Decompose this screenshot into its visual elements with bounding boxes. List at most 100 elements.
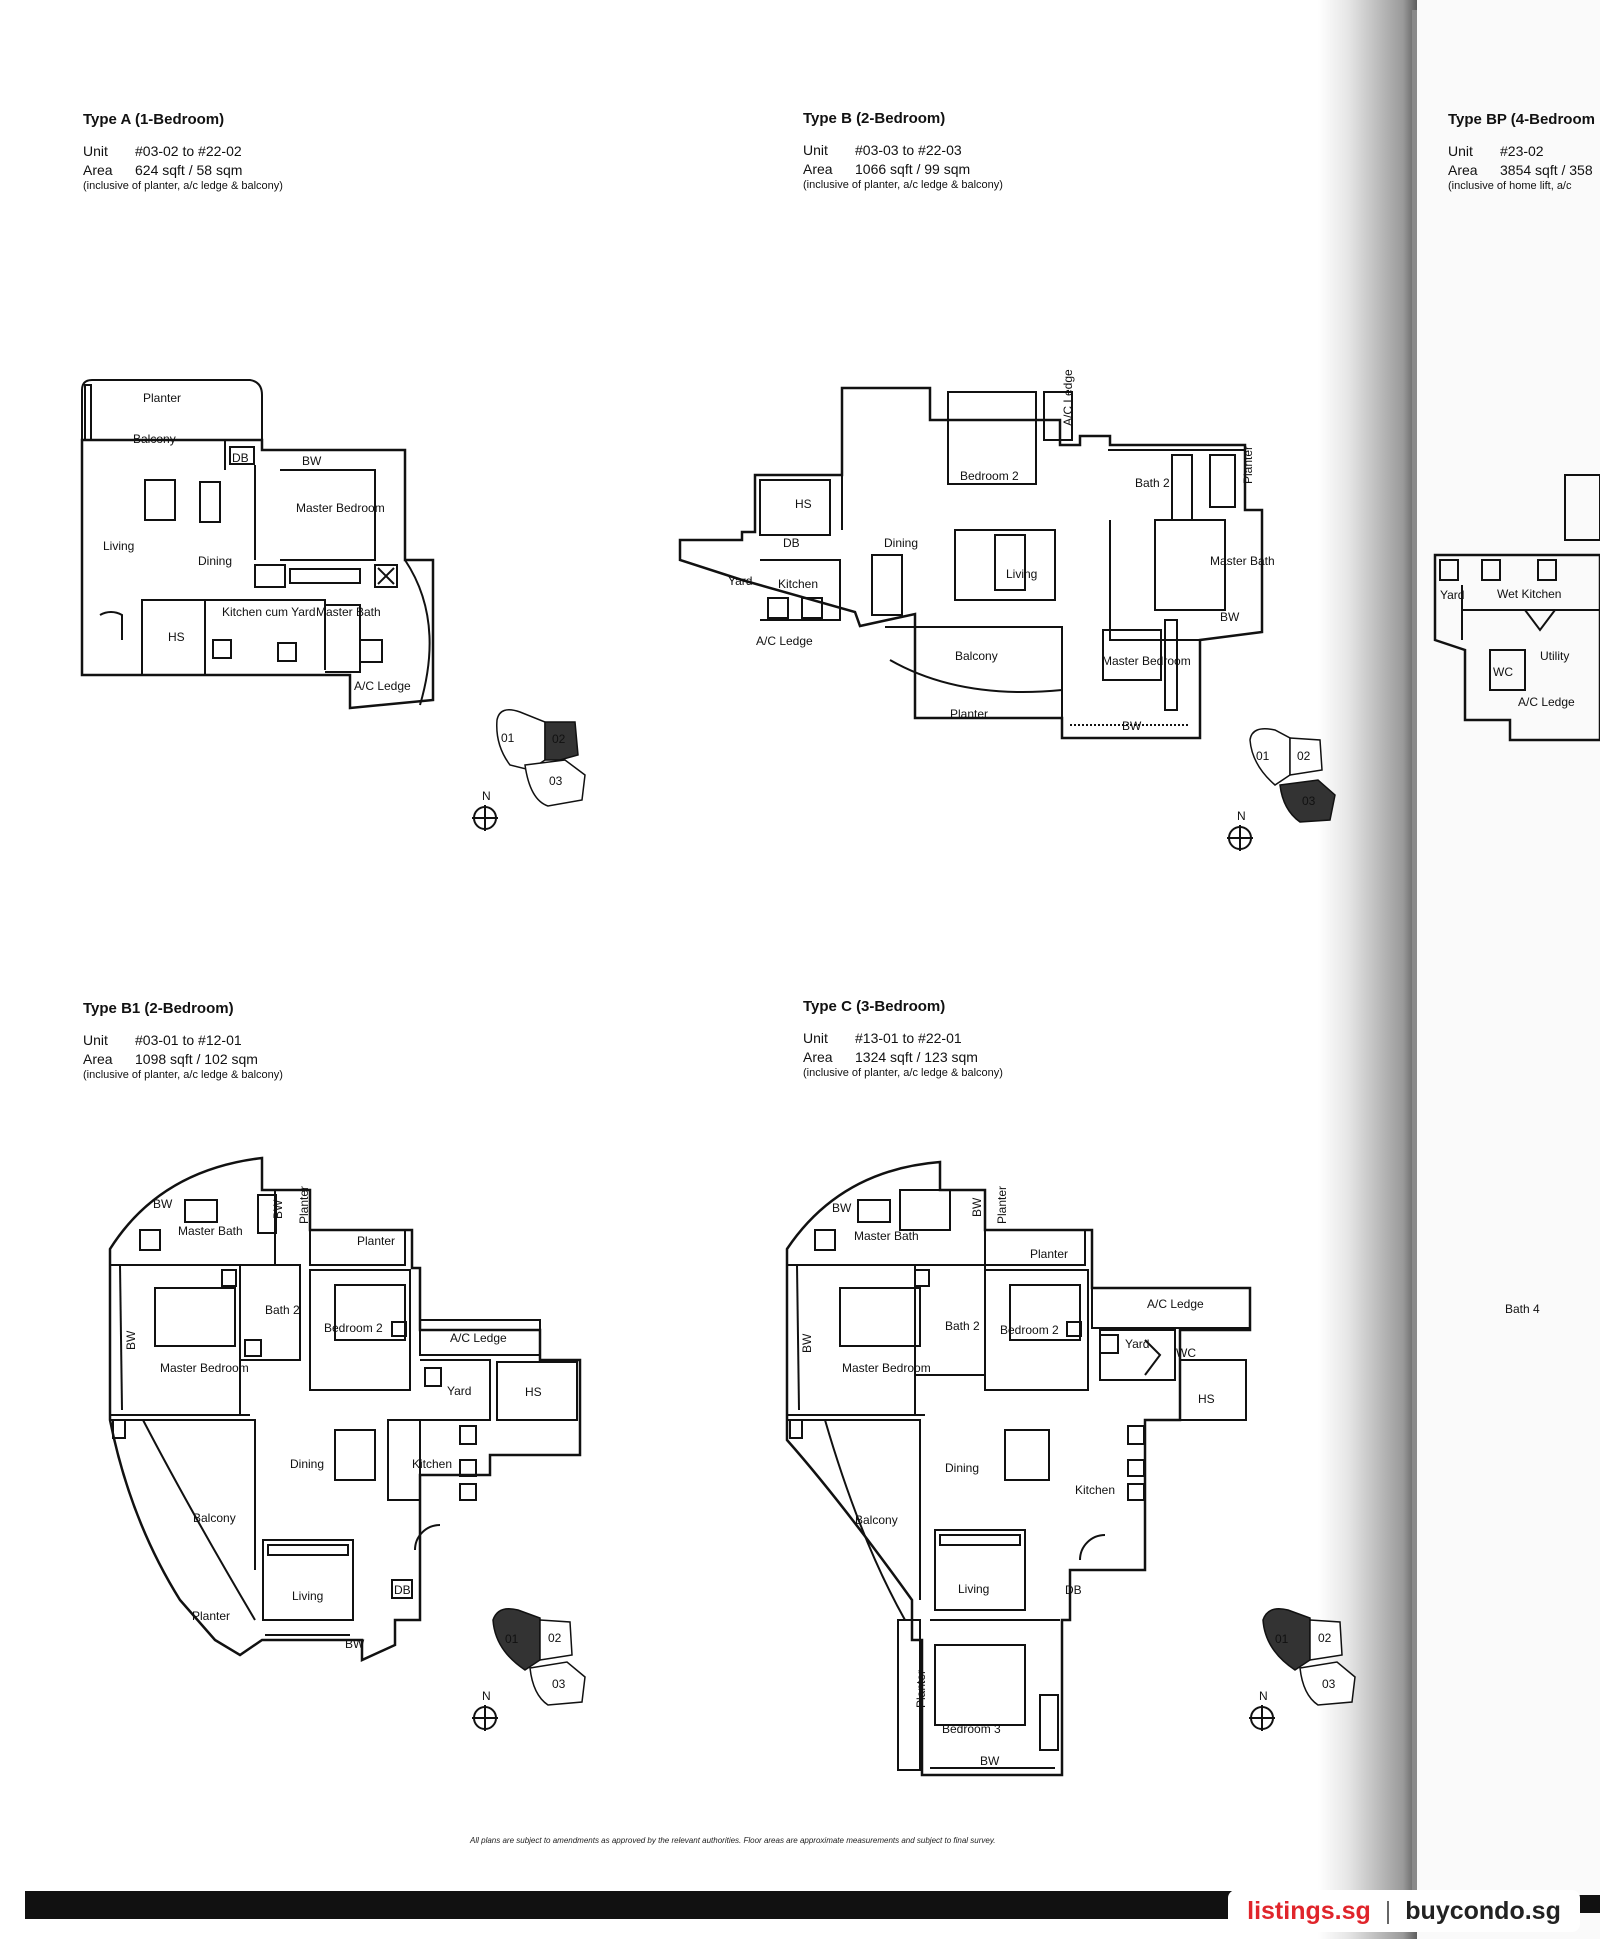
area-label: Area: [803, 161, 833, 177]
label-bedroom-2: Bedroom 2: [1000, 1323, 1059, 1337]
label-bedroom-3: Bedroom 3: [942, 1722, 1001, 1736]
unit-label: Unit: [83, 1032, 108, 1048]
label-hs: HS: [1198, 1392, 1215, 1406]
label-wc: WC: [1493, 665, 1513, 679]
unit-label: Unit: [803, 1030, 828, 1046]
keyplan-b-03: 03: [1302, 794, 1316, 808]
plan-title: Type B (2-Bedroom): [803, 110, 946, 127]
label-ac-ledge: A/C Ledge: [1147, 1297, 1204, 1311]
label-bath-2: Bath 2: [1135, 476, 1170, 490]
label-planter-v2: Planter: [914, 1670, 928, 1708]
area-value: 1098 sqft / 102 sqm: [135, 1051, 258, 1067]
watermark-separator: |: [1384, 1896, 1392, 1925]
compass-b1-n: N: [482, 1689, 491, 1703]
label-bw-2: BW: [1220, 610, 1240, 624]
type-c-plan: [785, 1160, 1252, 1777]
label-bw-bottom: BW: [345, 1637, 365, 1651]
label-bath-2: Bath 2: [265, 1303, 300, 1317]
keyplan-b1-01: 01: [505, 1632, 519, 1646]
compass-c-n: N: [1259, 1689, 1268, 1703]
label-dining: Dining: [198, 554, 232, 568]
label-planter-top: Planter: [357, 1234, 395, 1248]
area-label: Area: [1448, 162, 1478, 178]
label-db: DB: [783, 536, 800, 550]
keyplan-c-03: 03: [1322, 1677, 1336, 1691]
label-master-bedroom: Master Bedroom: [160, 1361, 249, 1375]
label-yard: Yard: [1440, 588, 1464, 602]
area-value: 1324 sqft / 123 sqm: [855, 1049, 978, 1065]
unit-value: #03-03 to #22-03: [855, 142, 962, 158]
keyplan-b1-03: 03: [552, 1677, 566, 1691]
label-living: Living: [292, 1589, 323, 1603]
label-master-bedroom: Master Bedroom: [296, 501, 385, 515]
label-db: DB: [1065, 1583, 1082, 1597]
unit-label: Unit: [83, 143, 108, 159]
area-note: (inclusive of planter, a/c ledge & balco…: [83, 180, 283, 192]
label-yard: Yard: [728, 574, 752, 588]
label-bath-4: Bath 4: [1505, 1302, 1540, 1316]
label-bath-2: Bath 2: [945, 1319, 980, 1333]
label-master-bath: Master Bath: [1210, 554, 1275, 568]
label-planter: Planter: [950, 707, 988, 721]
type-bp-plan: [1433, 474, 1600, 742]
label-planter-side: Planter: [1241, 446, 1255, 484]
label-ac-ledge: A/C Ledge: [756, 634, 813, 648]
label-dining: Dining: [945, 1461, 979, 1475]
watermark-brand-1: listings.sg: [1247, 1896, 1371, 1925]
label-kitchen-yard: Kitchen cum Yard: [222, 605, 316, 619]
unit-value: #03-01 to #12-01: [135, 1032, 242, 1048]
label-planter-v: Planter: [995, 1186, 1009, 1224]
keyplan-b-01: 01: [1256, 749, 1270, 763]
area-label: Area: [83, 1051, 113, 1067]
area-value: 1066 sqft / 99 sqm: [855, 161, 971, 177]
type-c-header: Type C (3-Bedroom) Unit#13-01 to #22-01 …: [803, 998, 1003, 1079]
label-bw-v: BW: [271, 1199, 285, 1219]
unit-value: #23-02: [1500, 143, 1544, 159]
area-label: Area: [803, 1049, 833, 1065]
label-living: Living: [1006, 567, 1037, 581]
watermark: listings.sg | buycondo.sg: [1228, 1890, 1580, 1932]
disclaimer-footnote: All plans are subject to amendments as a…: [470, 1836, 996, 1845]
type-b1-plan: [108, 1156, 582, 1662]
type-a-plan: [80, 379, 435, 710]
label-master-bedroom: Master Bedroom: [1102, 654, 1191, 668]
label-ac-ledge: A/C Ledge: [1518, 695, 1575, 709]
label-bw: BW: [1122, 719, 1142, 733]
type-b1-header: Type B1 (2-Bedroom) Unit #03-01 to #12-01…: [83, 1000, 283, 1081]
compass-b-n: N: [1237, 809, 1246, 823]
label-balcony: Balcony: [193, 1511, 236, 1525]
plan-title: Type C (3-Bedroom): [803, 998, 946, 1015]
label-balcony: Balcony: [855, 1513, 898, 1527]
label-master-bath: Master Bath: [854, 1229, 919, 1243]
label-hs: HS: [525, 1385, 542, 1399]
next-page: [1417, 0, 1600, 1939]
keyplan-a-03: 03: [549, 774, 563, 788]
label-utility: Utility: [1540, 649, 1569, 663]
label-planter: Planter: [143, 391, 181, 405]
label-bedroom-2: Bedroom 2: [324, 1321, 383, 1335]
label-living: Living: [103, 539, 134, 553]
label-ac-ledge: A/C Ledge: [450, 1331, 507, 1345]
label-bw-side: BW: [124, 1330, 138, 1350]
area-label: Area: [83, 162, 113, 178]
keyplan-a-01: 01: [501, 731, 515, 745]
plan-title: Type B1 (2-Bedroom): [83, 1000, 234, 1017]
keyplan-a-02: 02: [552, 732, 566, 746]
label-planter-v: Planter: [297, 1186, 311, 1224]
label-balcony: Balcony: [955, 649, 998, 663]
label-wet-kitchen: Wet Kitchen: [1497, 587, 1561, 601]
page-edge: [1412, 10, 1417, 1890]
watermark-brand-2: buycondo.sg: [1405, 1896, 1561, 1925]
label-db: DB: [232, 451, 249, 465]
label-dining: Dining: [884, 536, 918, 550]
plan-title: Type BP (4-Bedroom: [1448, 111, 1595, 128]
unit-value: #03-02 to #22-02: [135, 143, 242, 159]
label-planter-bottom: Planter: [192, 1609, 230, 1623]
label-dining: Dining: [290, 1457, 324, 1471]
label-ac-ledge: A/C Ledge: [354, 679, 411, 693]
label-bedroom-2: Bedroom 2: [960, 469, 1019, 483]
unit-label: Unit: [803, 142, 828, 158]
label-bw: BW: [302, 454, 322, 468]
